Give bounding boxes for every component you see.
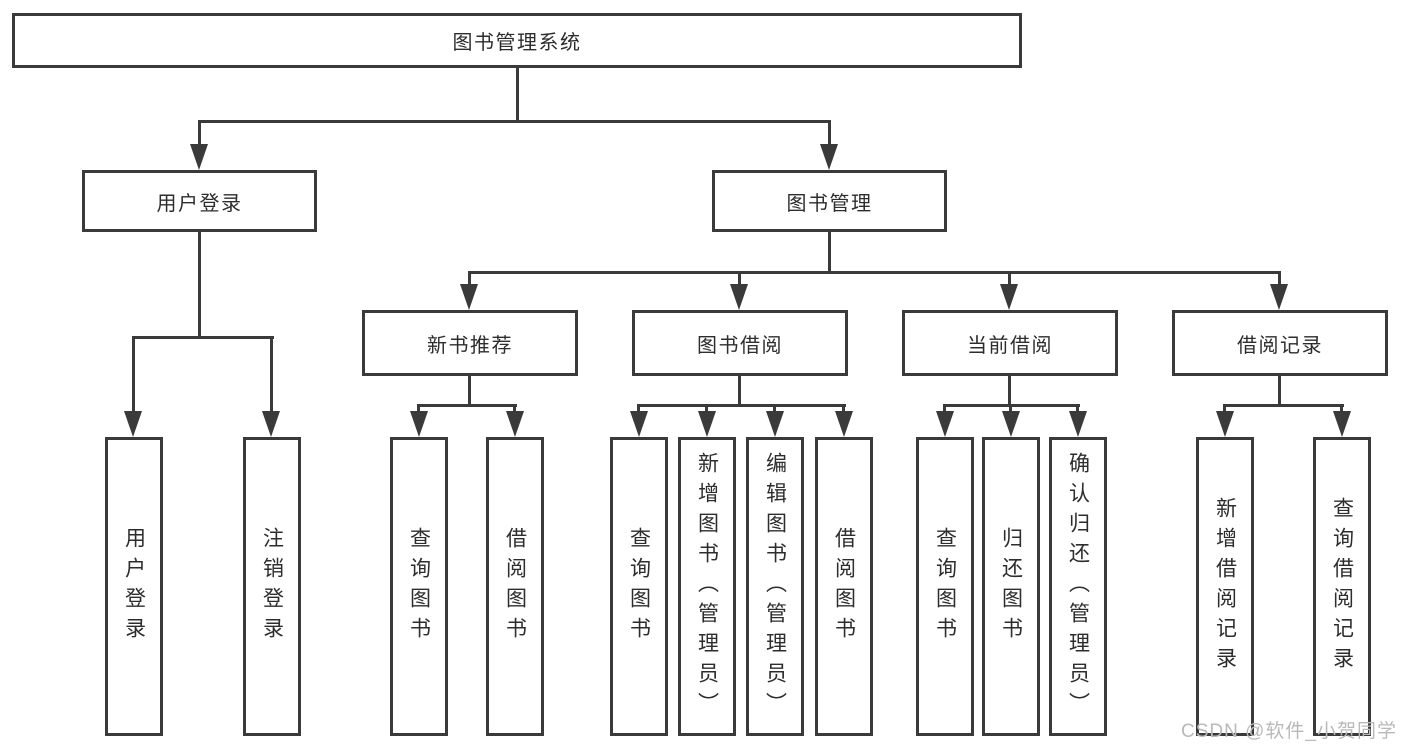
arrowhead-new-book-recommendation xyxy=(460,284,478,310)
arrowhead-book-management xyxy=(820,144,838,170)
leaf-label: 归还图书 xyxy=(999,526,1023,647)
leaf-query-borrow-record: 查询借阅记录 xyxy=(1313,437,1371,736)
connector-root-bar xyxy=(198,120,831,123)
leaf-label: 查询图书 xyxy=(627,526,651,647)
leaf-label: 查询图书 xyxy=(407,526,431,647)
connector-drop-query-books-rec xyxy=(417,404,420,414)
node-label: 借阅记录 xyxy=(1237,334,1323,357)
arrowhead-borrow-books-rec xyxy=(506,411,524,437)
arrowhead-book-borrowing xyxy=(730,284,748,310)
connector-drop-query-books-bor xyxy=(637,404,640,414)
node-borrowing-records: 借阅记录 xyxy=(1172,310,1388,376)
arrowhead-borrow-books-bor xyxy=(835,411,853,437)
node-label: 新书推荐 xyxy=(427,334,513,357)
arrowhead-leaf-logout xyxy=(262,411,280,437)
leaf-borrow-books-borrowing: 借阅图书 xyxy=(815,437,873,736)
node-library-management-system: 图书管理系统 xyxy=(12,13,1022,68)
connector-user-login-stem xyxy=(198,232,201,336)
connector-user-login-bar xyxy=(132,336,274,339)
arrowhead-borrowing-records xyxy=(1270,284,1288,310)
leaf-label: 查询借阅记录 xyxy=(1330,496,1354,677)
connector-drop-book-borrowing xyxy=(738,271,741,286)
node-book-borrowing: 图书借阅 xyxy=(632,310,848,376)
arrowhead-leaf-user-login xyxy=(124,411,142,437)
arrowhead-user-login xyxy=(190,144,208,170)
arrowhead-query-books-bor xyxy=(630,411,648,437)
connector-current-stem xyxy=(1008,376,1011,404)
leaf-query-books-recommend: 查询图书 xyxy=(390,437,448,736)
leaf-label: 用户登录 xyxy=(122,526,146,647)
connector-drop-current-borrowing xyxy=(1008,271,1011,286)
connector-drop-confirm-return xyxy=(1076,404,1079,414)
connector-records-stem xyxy=(1278,376,1281,404)
arrowhead-confirm-return xyxy=(1069,411,1087,437)
connector-drop-return-books xyxy=(1009,404,1012,414)
arrowhead-add-record xyxy=(1216,411,1234,437)
connector-drop-borrowing-records xyxy=(1278,271,1281,286)
arrowhead-query-books-cur xyxy=(936,411,954,437)
leaf-confirm-return-admin: 确认归还（管理员） xyxy=(1049,437,1107,736)
connector-drop-book-management xyxy=(828,120,831,146)
arrowhead-edit-books-admin xyxy=(766,411,784,437)
node-label: 图书管理系统 xyxy=(452,32,582,54)
connector-drop-new-book-recommendation xyxy=(468,271,471,286)
leaf-label: 确认归还（管理员） xyxy=(1066,451,1090,722)
csdn-watermark: CSDN @软件_小贺同学 xyxy=(1181,721,1397,742)
leaf-query-books-current: 查询图书 xyxy=(916,437,974,736)
connector-drop-edit-books-admin xyxy=(773,404,776,414)
leaf-label: 注销登录 xyxy=(260,526,284,647)
node-label: 当前借阅 xyxy=(967,334,1053,357)
connector-records-bar xyxy=(1223,404,1344,407)
connector-drop-add-record xyxy=(1223,404,1226,414)
connector-drop-query-books-cur xyxy=(943,404,946,414)
leaf-return-books: 归还图书 xyxy=(982,437,1040,736)
connector-drop-leaf-logout xyxy=(270,336,273,413)
node-book-management: 图书管理 xyxy=(712,170,947,232)
connector-drop-borrow-books-rec xyxy=(513,404,516,414)
arrowhead-current-borrowing xyxy=(1000,284,1018,310)
connector-root-stem xyxy=(516,68,519,120)
node-label: 图书借阅 xyxy=(697,334,783,357)
arrowhead-query-books-rec xyxy=(410,411,428,437)
connector-drop-query-record xyxy=(1340,404,1343,414)
leaf-edit-books-admin: 编辑图书（管理员） xyxy=(746,437,804,736)
arrowhead-add-books-admin xyxy=(698,411,716,437)
connector-borrowing-stem xyxy=(738,376,741,404)
leaf-label: 编辑图书（管理员） xyxy=(763,451,787,722)
node-label: 用户登录 xyxy=(156,192,243,215)
leaf-query-books-borrowing: 查询图书 xyxy=(610,437,668,736)
connector-drop-borrow-books-bor xyxy=(842,404,845,414)
node-label: 图书管理 xyxy=(786,192,873,215)
leaf-label: 新增图书（管理员） xyxy=(695,451,719,722)
leaf-borrow-books-recommend: 借阅图书 xyxy=(486,437,544,736)
node-new-book-recommendation: 新书推荐 xyxy=(362,310,578,376)
node-current-borrowing: 当前借阅 xyxy=(902,310,1118,376)
leaf-add-books-admin: 新增图书（管理员） xyxy=(678,437,736,736)
leaf-logout: 注销登录 xyxy=(243,437,301,736)
node-user-login: 用户登录 xyxy=(82,170,317,232)
connector-recommendation-bar xyxy=(417,404,517,407)
connector-book-management-bar xyxy=(468,271,1281,274)
connector-drop-leaf-user-login xyxy=(132,336,135,413)
connector-drop-add-books-admin xyxy=(705,404,708,414)
leaf-label: 借阅图书 xyxy=(503,526,527,647)
leaf-add-borrow-record: 新增借阅记录 xyxy=(1196,437,1254,736)
leaf-label: 新增借阅记录 xyxy=(1213,496,1237,677)
leaf-label: 借阅图书 xyxy=(832,526,856,647)
arrowhead-query-record xyxy=(1333,411,1351,437)
connector-recommendation-stem xyxy=(468,376,471,404)
arrowhead-return-books xyxy=(1002,411,1020,437)
leaf-label: 查询图书 xyxy=(933,526,957,647)
connector-borrowing-bar xyxy=(637,404,846,407)
connector-book-management-stem xyxy=(828,232,831,271)
leaf-user-login: 用户登录 xyxy=(105,437,163,736)
connector-drop-user-login xyxy=(198,120,201,146)
